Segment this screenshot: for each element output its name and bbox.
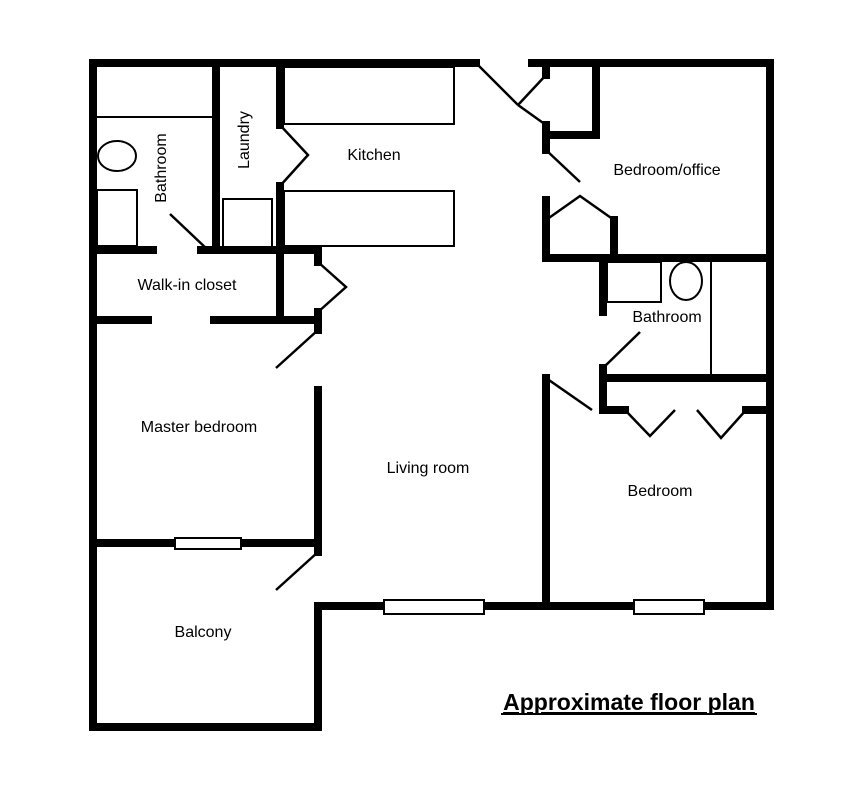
bathtub-left <box>96 189 138 247</box>
toilet-left <box>97 140 137 172</box>
doors <box>169 62 747 591</box>
label-bathroom-left: Bathroom <box>153 133 170 202</box>
label-bathroom-right: Bathroom <box>632 309 701 326</box>
room-labels: Bathroom Laundry Kitchen Bedroom/office … <box>138 111 721 641</box>
label-kitchen: Kitchen <box>347 147 400 164</box>
bathtub-right <box>606 261 662 303</box>
label-living-room: Living room <box>387 460 470 477</box>
label-bedroom-office: Bedroom/office <box>613 162 720 179</box>
interior-walls <box>89 59 774 610</box>
window-balcony <box>174 537 242 550</box>
label-balcony: Balcony <box>175 624 232 641</box>
fixtures <box>96 66 712 374</box>
window-bedroom <box>633 599 705 615</box>
label-walk-in-closet: Walk-in closet <box>138 277 238 294</box>
plan-title: Approximate floor plan <box>503 689 755 715</box>
toilet-right <box>669 261 703 301</box>
kitchen-counter-top <box>283 66 455 125</box>
label-bedroom: Bedroom <box>628 483 693 500</box>
window-living <box>383 599 485 615</box>
washer <box>222 198 273 248</box>
kitchen-counter-bottom <box>283 190 455 247</box>
label-master-bedroom: Master bedroom <box>141 419 258 436</box>
windows <box>174 537 705 615</box>
label-laundry: Laundry <box>236 111 253 169</box>
